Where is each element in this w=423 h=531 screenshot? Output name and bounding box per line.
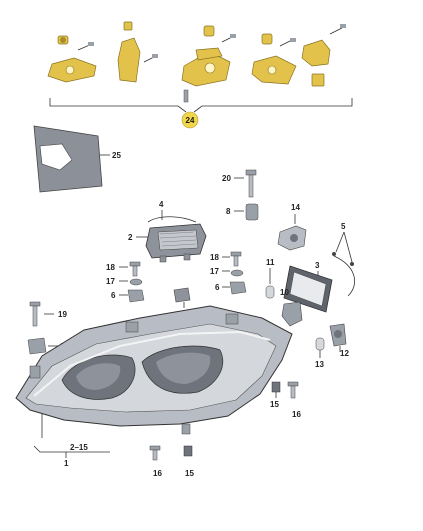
- callout-6-left: 6: [111, 291, 116, 300]
- callout-17-right: 17: [210, 267, 219, 276]
- clip-15-bottom: 15: [183, 445, 194, 478]
- callout-8: 8: [226, 207, 231, 216]
- cover-3: 5 3: [283, 222, 356, 313]
- callout-13: 13: [315, 360, 324, 369]
- callout-25: 25: [112, 151, 121, 160]
- callout-18-right: 18: [210, 253, 219, 262]
- headlamp-housing: [15, 305, 293, 435]
- callout-20: 20: [222, 174, 231, 183]
- callout-4: 4: [159, 200, 164, 209]
- callout-14: 14: [291, 203, 300, 212]
- callout-18-left: 18: [106, 263, 115, 272]
- callout-5: 5: [341, 222, 346, 231]
- bulb-11: 11 10: [265, 258, 303, 327]
- callout-19: 19: [58, 310, 67, 319]
- screw-16-right: 16: [287, 381, 301, 419]
- callout-16-right: 16: [292, 410, 301, 419]
- cover-2: 4 2: [128, 200, 207, 263]
- bulb-holder-12: 12: [329, 323, 349, 358]
- clip-15-right: 15: [270, 381, 281, 409]
- callout-2-15: 2–15: [70, 443, 88, 452]
- assembly-label: 2–15 1: [33, 414, 110, 468]
- callout-12: 12: [340, 349, 349, 358]
- callout-17-left: 17: [106, 277, 115, 286]
- screw-19: 19: [29, 301, 67, 327]
- bracket-part-e: [301, 24, 346, 87]
- callout-15-right: 15: [270, 400, 279, 409]
- callout-24-badge: 24: [181, 111, 199, 129]
- callout-15-bottom: 15: [185, 469, 194, 478]
- callout-2: 2: [128, 233, 133, 242]
- gasket-part: 25: [33, 125, 121, 193]
- callout-10: 10: [280, 288, 289, 297]
- callout-16-bottom: 16: [153, 469, 162, 478]
- repair-kit-parts: [47, 21, 353, 113]
- callout-1: 1: [64, 459, 69, 468]
- callout-3: 3: [315, 261, 320, 270]
- bracket-part-c: [181, 25, 236, 103]
- bracket-part-a: [47, 35, 97, 83]
- bulb-13: 13: [315, 337, 324, 369]
- grommet-8: 8: [226, 203, 259, 221]
- screw-group-right: 18 17 6: [210, 251, 247, 295]
- screw-16-bottom: 16: [149, 445, 162, 478]
- bulb-14: 14: [277, 203, 307, 251]
- callout-11: 11: [266, 258, 275, 267]
- screw-group-left: 18 17 6: [106, 261, 145, 303]
- bracket-part-d: [251, 33, 297, 85]
- bracket-part-b: [117, 21, 158, 83]
- screw-20: 20: [222, 169, 257, 198]
- callout-6-right: 6: [215, 283, 220, 292]
- callout-24: 24: [186, 116, 195, 125]
